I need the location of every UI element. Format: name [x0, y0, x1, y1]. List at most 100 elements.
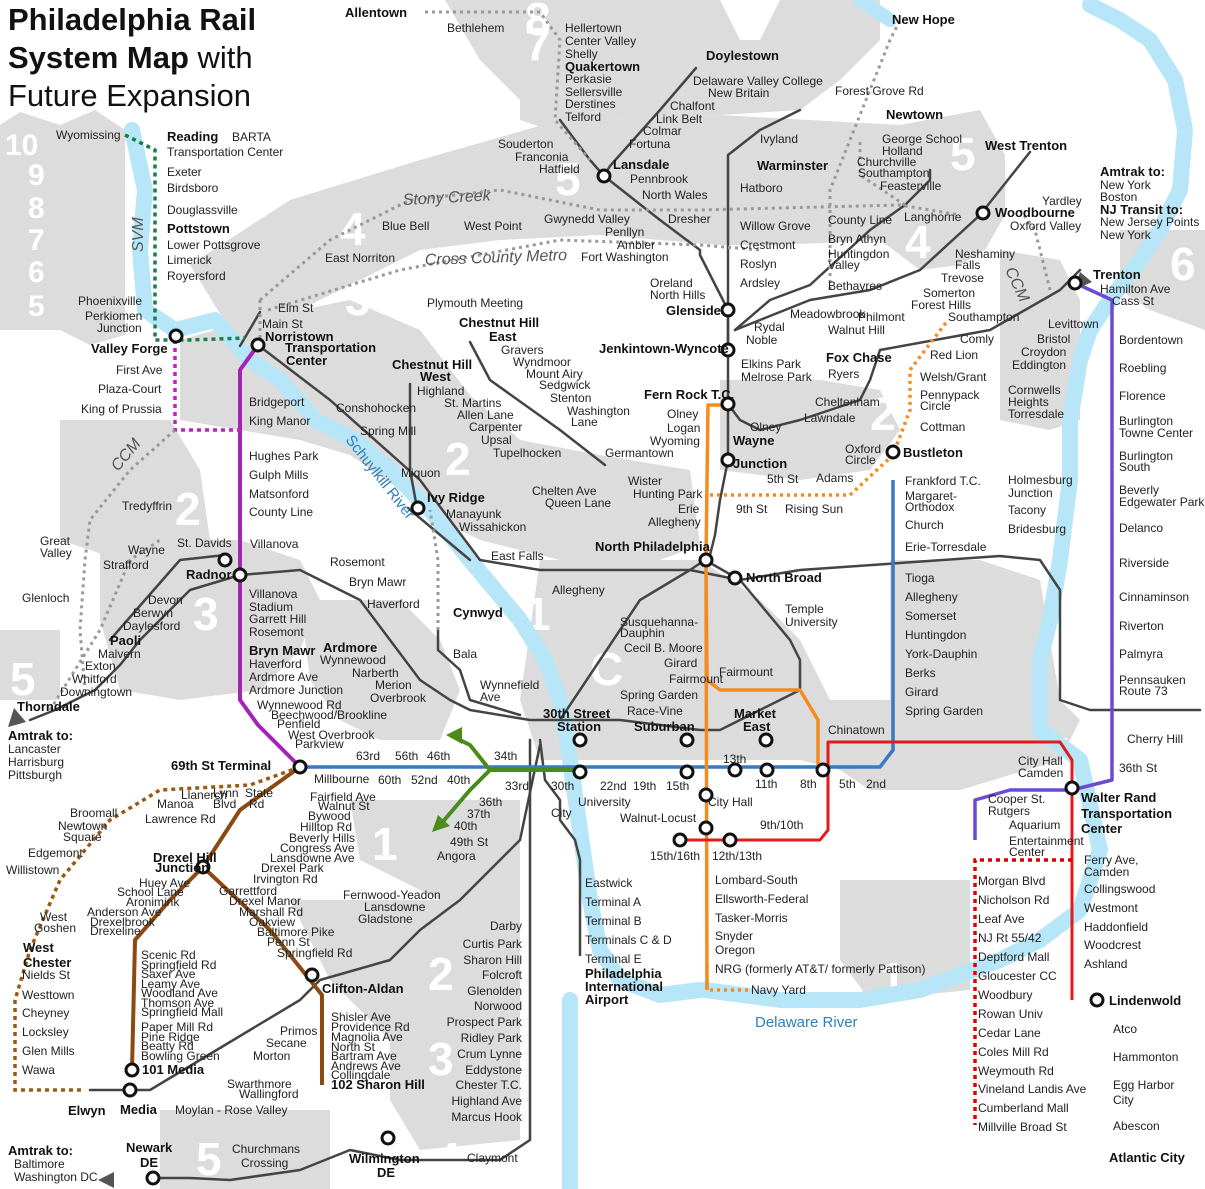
station-label: North Philadelphia — [595, 539, 711, 554]
station-circle — [596, 168, 612, 184]
station-label: Fern Rock T.C. — [644, 387, 734, 402]
station-label: Newark — [126, 1140, 173, 1155]
station-label: Bala — [453, 647, 477, 661]
station-label: Ivyland — [760, 132, 798, 146]
station-label: Eddington — [1012, 358, 1066, 372]
station-label: North St — [331, 1040, 376, 1054]
station-label: Fort Washington — [581, 250, 669, 264]
station-label: Oxford — [845, 442, 881, 456]
station-label: Southampton — [948, 310, 1019, 324]
station-circle — [698, 552, 714, 568]
station-label: Station — [557, 719, 601, 734]
station-circle — [679, 732, 695, 748]
station-label: Tupelhocken — [493, 446, 561, 460]
station-label: Goshen — [34, 921, 76, 935]
station-label: Perkasie — [565, 72, 612, 86]
station-label: Pennsauken — [1119, 673, 1186, 687]
station-label: 33rd — [505, 779, 529, 793]
station-label: Boston — [1100, 190, 1137, 204]
station-label: Fortuna — [629, 137, 671, 151]
station-label: Manayunk — [446, 507, 502, 521]
station-label: Croydon — [1021, 345, 1066, 359]
station-label: Lane — [571, 415, 598, 429]
station-label: Limerick — [167, 253, 213, 267]
station-label: Egg Harbor — [1113, 1078, 1174, 1092]
station-label: Aronimink — [126, 895, 180, 909]
title-line2-rest: with — [189, 40, 253, 75]
station-label: Neshaminy — [955, 247, 1015, 261]
station-label: Spring Mill — [360, 424, 416, 438]
station-circle — [885, 444, 901, 460]
station-label: NJ Rt 55/42 — [978, 931, 1042, 945]
station-label: Drexel Hill — [153, 850, 217, 865]
station-label: Nicholson Rd — [978, 893, 1049, 907]
station-label: Blvd — [213, 797, 236, 811]
norristown-high-speed-line — [238, 343, 302, 769]
station-label: 46th — [427, 749, 450, 763]
station-circle — [304, 967, 320, 983]
station-label: School Lane — [117, 885, 184, 899]
station-label: Route 73 — [1119, 684, 1168, 698]
station-label: Rosemont — [330, 555, 385, 569]
zone-number: 5 — [10, 653, 36, 705]
station-label: Plaza-Court — [98, 382, 162, 396]
station-label: 13th — [723, 752, 746, 766]
station-label: Girard — [905, 685, 938, 699]
station-label: Hughes Park — [249, 449, 319, 463]
station-label: Lombard-South — [715, 873, 798, 887]
station-label: Amtrak to: — [8, 728, 73, 743]
station-label: Logan — [667, 421, 700, 435]
station-label: Oxford Valley — [1010, 219, 1081, 233]
station-label: Warminster — [757, 158, 828, 173]
station-label: Rutgers — [988, 804, 1030, 818]
station-label: Conshohocken — [336, 401, 416, 415]
station-label: Meadowbrook — [790, 307, 866, 321]
station-label: Malvern — [98, 647, 141, 661]
station-label: Churchville — [857, 155, 917, 169]
station-label: Colmar — [643, 124, 682, 138]
station-label: Newtown — [58, 819, 107, 833]
station-label: Garrettford — [219, 884, 277, 898]
station-label: 101 Media — [142, 1062, 205, 1077]
station-label: Atlantic City — [1109, 1150, 1186, 1165]
station-label: Huey Ave — [139, 876, 190, 890]
station-label: Bordentown — [1119, 333, 1183, 347]
station-label: Feasterville — [880, 179, 942, 193]
station-label: Woodcrest — [1084, 938, 1142, 952]
station-label: Downingtown — [60, 685, 132, 699]
station-label: City Hall — [1018, 754, 1063, 768]
station-label: Trevose — [941, 271, 984, 285]
station-label: Wyomissing — [56, 128, 121, 142]
station-label: Mount Airy — [526, 367, 583, 381]
station-label: Westtown — [22, 988, 74, 1002]
station-label: Clifton-Aldan — [322, 981, 404, 996]
station-label: Amtrak to: — [1100, 164, 1165, 179]
station-label: Ardmore Junction — [249, 683, 343, 697]
station-label: Frankford T.C. — [905, 474, 981, 488]
station-circle — [720, 396, 736, 412]
station-label: Doylestown — [706, 48, 779, 63]
station-label: Southampton — [858, 166, 929, 180]
station-label: Hammonton — [1113, 1050, 1178, 1064]
station-label: Camden — [1018, 766, 1063, 780]
station-circle — [759, 762, 775, 778]
station-label: Oregon — [715, 943, 755, 957]
zone-number: 2 — [870, 388, 896, 440]
station-label: Ferry Ave, — [1084, 853, 1138, 867]
station-label: Washington — [567, 404, 630, 418]
station-label: Wyoming — [650, 434, 700, 448]
station-label: Olney — [750, 420, 781, 434]
station-label: Ave — [480, 690, 501, 704]
station-label: Great — [40, 534, 71, 548]
station-label: Glenside — [666, 303, 721, 318]
station-label: Morgan Blvd — [978, 874, 1045, 888]
station-label: Whitford — [72, 672, 117, 686]
zone-number: 9 — [28, 159, 45, 192]
station-label: Curtis Park — [463, 937, 523, 951]
zone-number: 7 — [28, 224, 45, 257]
station-label: Swarthmore — [227, 1077, 292, 1091]
station-label: Manoa — [157, 797, 194, 811]
station-circle — [720, 452, 736, 468]
station-circle — [727, 762, 743, 778]
